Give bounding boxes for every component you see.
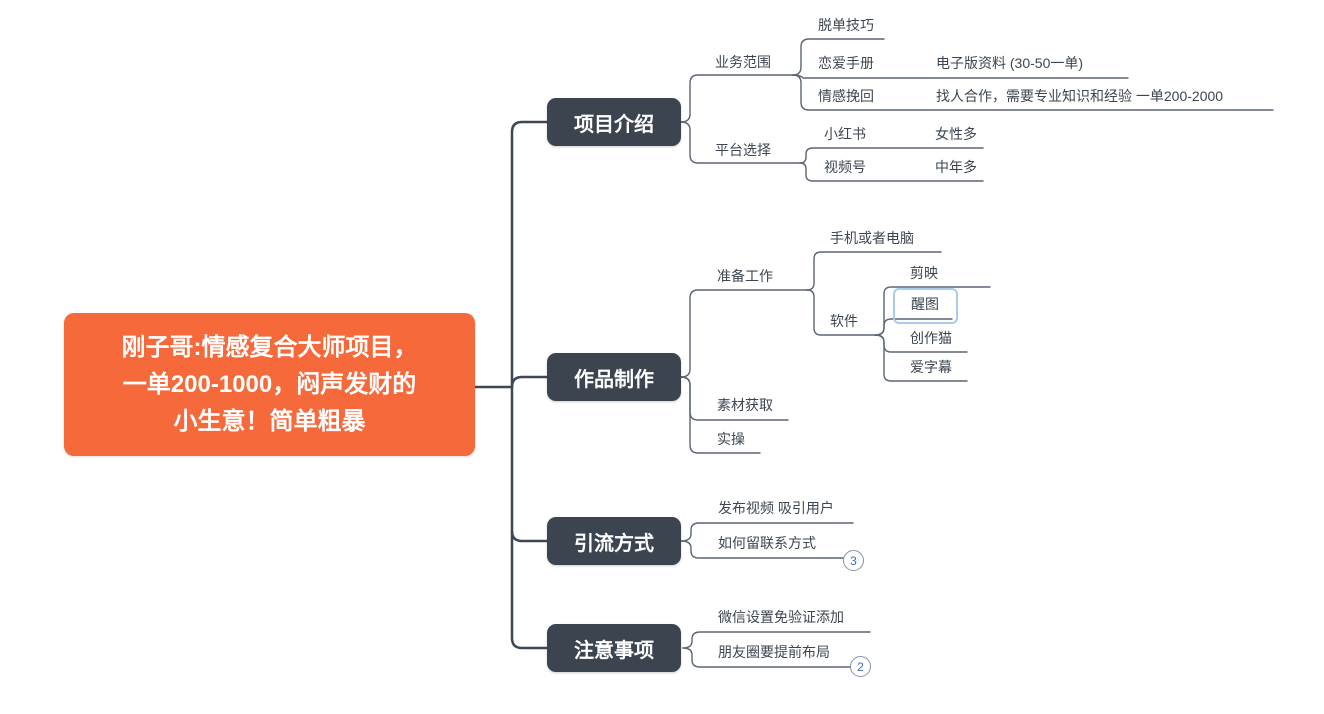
subtopic-preparation[interactable]: 准备工作 bbox=[717, 268, 773, 284]
main-topic-traffic-method[interactable]: 引流方式 bbox=[547, 517, 681, 565]
note-mostly-female[interactable]: 女性多 bbox=[935, 126, 977, 142]
subtopic-xiaohongshu[interactable]: 小红书 bbox=[824, 126, 866, 142]
collapsed-count-badge-3[interactable]: 3 bbox=[843, 550, 864, 571]
subtopic-phone-or-computer[interactable]: 手机或者电脑 bbox=[830, 230, 914, 246]
subtopic-business-scope[interactable]: 业务范围 bbox=[715, 54, 771, 70]
collapsed-count-badge-2[interactable]: 2 bbox=[850, 656, 871, 677]
subtopic-software[interactable]: 软件 bbox=[830, 313, 858, 329]
subtopic-jianying[interactable]: 剪映 bbox=[910, 265, 938, 281]
note-mostly-middle-aged[interactable]: 中年多 bbox=[935, 159, 977, 175]
main-topic-project-intro[interactable]: 项目介绍 bbox=[547, 98, 681, 146]
subtopic-aizimu[interactable]: 爱字幕 bbox=[910, 359, 952, 375]
subtopic-moments-layout[interactable]: 朋友圈要提前布局 bbox=[718, 644, 830, 660]
subtopic-practice[interactable]: 实操 bbox=[717, 431, 745, 447]
subtopic-material-acquisition[interactable]: 素材获取 bbox=[717, 397, 773, 413]
subtopic-platform-choice[interactable]: 平台选择 bbox=[715, 142, 771, 158]
selection-highlight bbox=[893, 288, 958, 324]
note-cooperation-required[interactable]: 找人合作，需要专业知识和经验 一单200-2000 bbox=[936, 88, 1224, 104]
subtopic-video-account[interactable]: 视频号 bbox=[824, 159, 866, 175]
subtopic-wechat-no-verify[interactable]: 微信设置免验证添加 bbox=[718, 609, 844, 625]
subtopic-love-manual[interactable]: 恋爱手册 bbox=[818, 55, 874, 71]
main-topic-content-creation[interactable]: 作品制作 bbox=[547, 353, 681, 401]
trunk-connectors bbox=[473, 120, 549, 650]
subtopic-dating-tips[interactable]: 脱单技巧 bbox=[818, 17, 874, 33]
subtopic-leave-contact[interactable]: 如何留联系方式 bbox=[718, 535, 816, 551]
subtopic-xingtu-selected[interactable]: 醒图 bbox=[911, 296, 939, 312]
subtopic-relationship-recovery[interactable]: 情感挽回 bbox=[818, 88, 874, 104]
main-topic-precautions[interactable]: 注意事项 bbox=[547, 624, 681, 672]
subtopic-chuangzuomao[interactable]: 创作猫 bbox=[910, 330, 952, 346]
note-ebook-material[interactable]: 电子版资料 (30-50一单) bbox=[936, 55, 1084, 71]
subtopic-connectors bbox=[680, 38, 1274, 668]
subtopic-publish-video[interactable]: 发布视频 吸引用户 bbox=[718, 500, 834, 516]
root-topic[interactable]: 刚子哥:情感复合大师项目， 一单200-1000，闷声发财的 小生意！简单粗暴 bbox=[64, 313, 475, 456]
